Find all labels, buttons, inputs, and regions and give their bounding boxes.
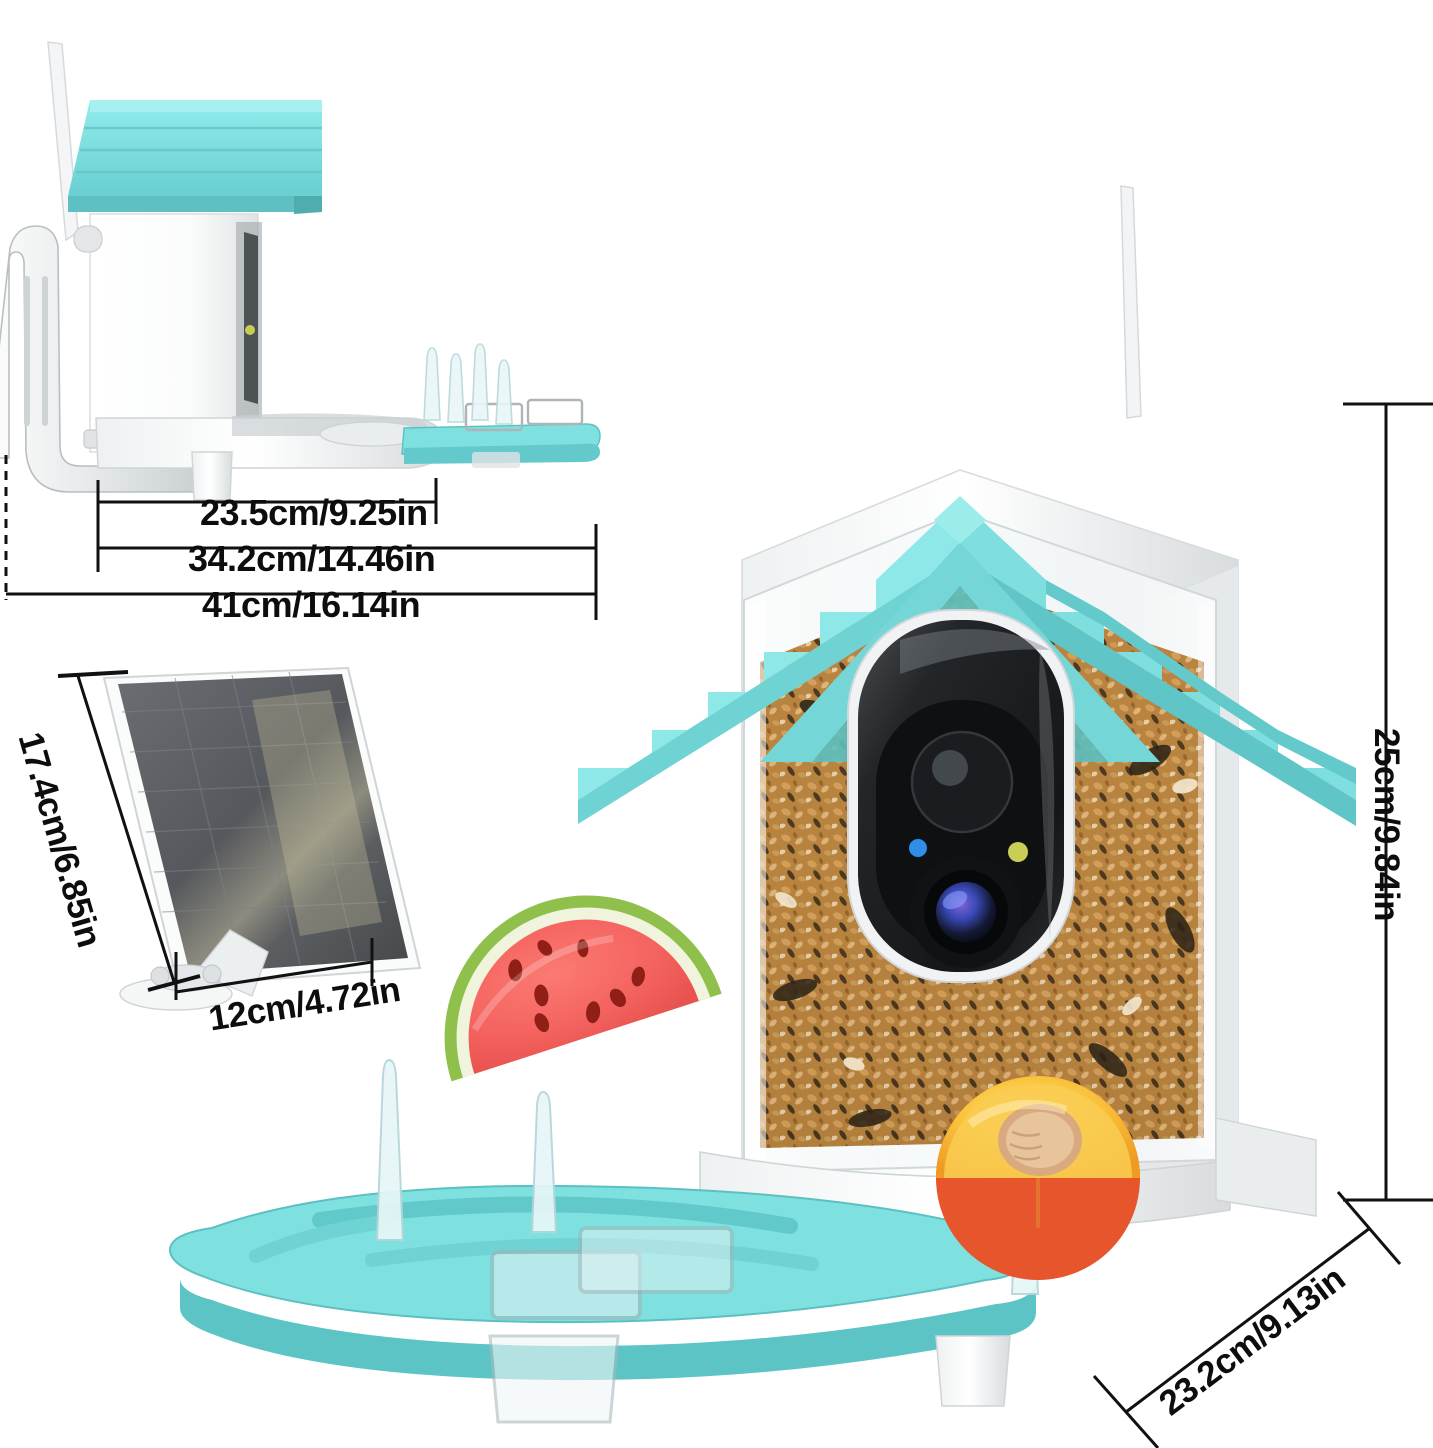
- dim-label-tray-width: 23.5cm/9.25in: [200, 492, 428, 533]
- side-perch-extension: [401, 343, 601, 468]
- side-mount-post: [191, 451, 233, 501]
- status-led-blue: [909, 839, 927, 857]
- clear-drop-tray: [488, 1334, 620, 1424]
- status-led-yellow: [1008, 842, 1028, 862]
- dim-lines-side-view: [4, 455, 598, 620]
- side-mount-bracket: [0, 225, 211, 493]
- side-roof: [68, 100, 322, 214]
- side-feed-tray: [95, 413, 446, 469]
- peach-half: [936, 1076, 1140, 1280]
- clear-feed-tray-rear: [578, 1226, 734, 1294]
- dim-lines-solar-panel: [57, 670, 374, 1000]
- dim-label-total-depth: 41cm/16.14in: [202, 584, 421, 625]
- camera-module: [847, 609, 1075, 983]
- solar-panel-illustration: [102, 666, 422, 1011]
- side-housing: [73, 213, 262, 453]
- watermelon-slice: [444, 895, 722, 1082]
- dim-label-feeder-height: 25cm/9.84in: [1367, 728, 1406, 921]
- perch-platform: [168, 1184, 1036, 1424]
- dim-lines-main-depth: [1092, 1191, 1402, 1448]
- camera-lens: [936, 882, 996, 942]
- dim-lines-main-height: [1343, 402, 1433, 1202]
- main-antenna: [1120, 185, 1142, 419]
- dim-label-body-depth: 34.2cm/14.46in: [188, 538, 436, 579]
